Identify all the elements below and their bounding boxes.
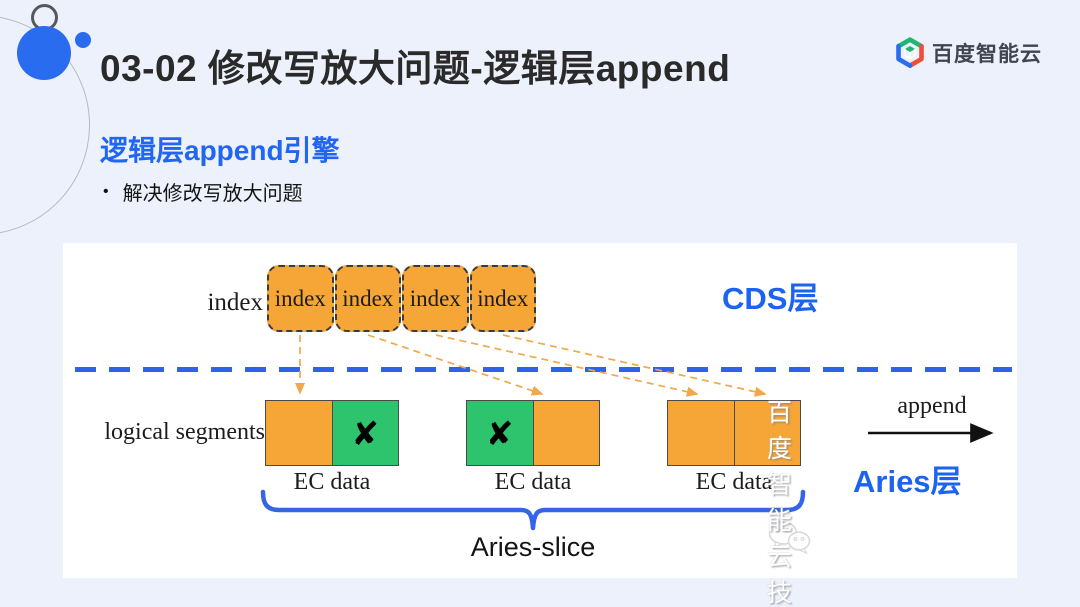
layer-divider-dashed-line [75, 367, 1012, 372]
index-mapping-arrow-3 [435, 334, 699, 397]
logical-segments-label: logical segments [104, 419, 265, 445]
decor-blue-dot [75, 32, 91, 48]
segment-cell [668, 401, 734, 465]
aries-slice-label: Aries-slice [470, 532, 596, 562]
section-heading: 逻辑层append引擎 [100, 135, 340, 166]
brand-logo: 百度智能云 [895, 36, 1042, 69]
segment-caption: EC data [695, 469, 773, 495]
append-label: append [897, 393, 967, 419]
aries-slice-brace [260, 489, 806, 531]
segment-cell [532, 401, 599, 465]
decor-blue-circle [17, 26, 71, 80]
page-title: 03-02 修改写放大问题-逻辑层append [100, 48, 731, 89]
index-block: index [334, 265, 401, 332]
segment-cell [733, 401, 800, 465]
index-row: index index index index [267, 265, 536, 332]
index-block: index [469, 265, 536, 332]
index-mapping-arrow-4 [502, 334, 767, 397]
bullet-item: • 解决修改写放大问题 [103, 177, 303, 206]
index-row-label: index [207, 289, 263, 316]
brand-logo-text: 百度智能云 [932, 42, 1042, 66]
segment-group [667, 400, 801, 466]
segment-cell: ✘ [331, 401, 398, 465]
cross-mark: ✘ [351, 414, 380, 452]
aries-layer-label: Aries层 [853, 464, 962, 499]
index-block: index [267, 265, 334, 332]
segment-cell [266, 401, 332, 465]
watermark-text: 百度智能云技术站 [767, 399, 795, 607]
index-block: index [402, 265, 469, 332]
cross-mark: ✘ [485, 414, 514, 452]
segment-group: ✘ [265, 400, 399, 466]
bullet-marker: • [103, 182, 109, 200]
diagram-card: index index index index index CDS层 [63, 243, 1017, 607]
segment-group: ✘ [466, 400, 600, 466]
brand-logo-icon [896, 37, 924, 68]
segment-cell: ✘ [467, 401, 533, 465]
segment-caption: EC data [293, 469, 371, 495]
bullet-text: 解决修改写放大问题 [122, 183, 303, 205]
cds-layer-label: CDS层 [722, 281, 819, 316]
index-mapping-arrow-2 [367, 334, 544, 396]
segment-caption: EC data [494, 469, 572, 495]
wechat-icon [768, 521, 811, 554]
